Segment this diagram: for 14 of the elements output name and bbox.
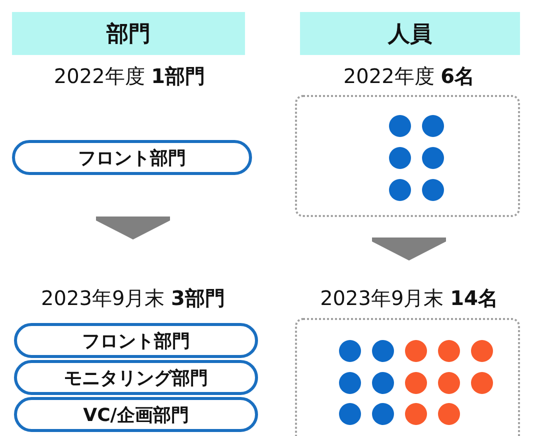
department-pill: VC/企画部門 bbox=[14, 397, 258, 432]
dotted-frame bbox=[295, 318, 520, 436]
header-band: 部門 bbox=[12, 12, 245, 55]
year-text: 2023年9月末 14名 bbox=[295, 282, 523, 314]
year-text: 2023年9月末 3部門 bbox=[8, 282, 258, 314]
dotted-frame bbox=[295, 95, 520, 217]
year-text: 2022年度 6名 bbox=[298, 60, 520, 92]
department-pill: モニタリング部門 bbox=[14, 360, 258, 395]
year-text: 2022年度 1部門 bbox=[12, 60, 247, 92]
down-arrow bbox=[372, 238, 446, 260]
header-band: 人員 bbox=[300, 12, 520, 55]
department-pill: フロント部門 bbox=[14, 323, 258, 358]
down-arrow bbox=[96, 216, 170, 240]
department-pill: フロント部門 bbox=[12, 140, 252, 175]
